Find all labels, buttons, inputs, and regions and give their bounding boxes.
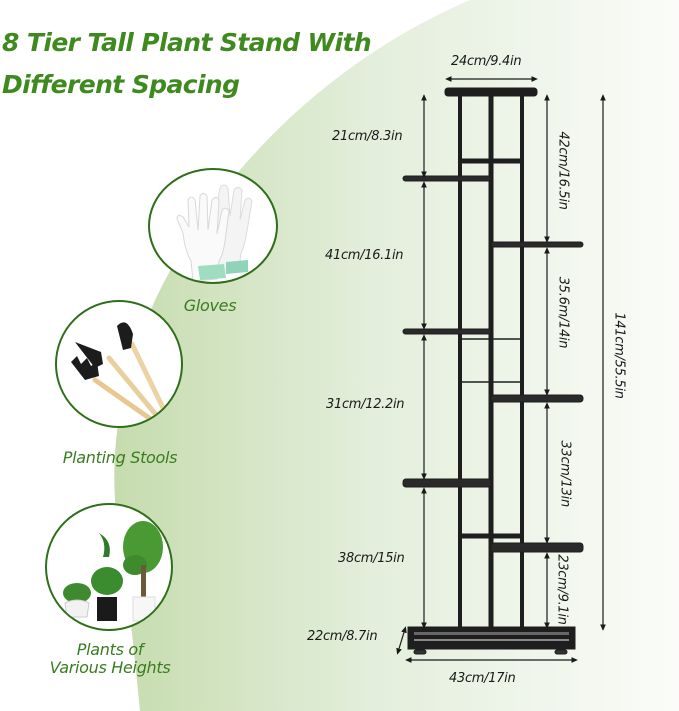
potted-plants-icon: [63, 521, 163, 622]
dim-base-width: 43cm/17in: [449, 671, 516, 686]
dim-right-4: 23cm/9.1in: [554, 554, 570, 625]
gloves-icon: [176, 184, 253, 282]
dim-right-2: 35.6m/14in: [555, 276, 571, 349]
potted-plants-label-line-1: Plants of: [76, 640, 144, 659]
dim-base-depth: 22cm/8.7in: [307, 629, 378, 644]
dim-left-3: 31cm/12.2in: [326, 397, 405, 412]
dim-total-height: 141cm/55.5in: [611, 312, 627, 399]
potted-plants-label: Plants of Various Heights: [40, 641, 180, 677]
dim-left-2: 41cm/16.1in: [325, 248, 404, 263]
gloves-circle: [148, 168, 278, 284]
potted-plants-label-line-2: Various Heights: [49, 658, 171, 677]
page-title: 8 Tier Tall Plant Stand With Different S…: [2, 22, 372, 106]
gloves-label: Gloves: [183, 296, 237, 315]
garden-tools-icon: [71, 322, 168, 423]
garden-tools-label: Planting Stools: [62, 448, 178, 467]
dim-right-3: 33cm/13in: [557, 440, 573, 507]
dim-left-4: 38cm/15in: [338, 551, 405, 566]
potted-plants-circle: [45, 503, 173, 631]
dim-left-1: 21cm/8.3in: [332, 129, 403, 144]
title-line-1: 8 Tier Tall Plant Stand With: [2, 28, 372, 57]
dim-top-width: 24cm/9.4in: [451, 54, 522, 69]
dim-right-1: 42cm/16.5in: [555, 131, 571, 210]
title-line-2: Different Spacing: [2, 70, 240, 99]
garden-tools-circle: [55, 300, 183, 428]
